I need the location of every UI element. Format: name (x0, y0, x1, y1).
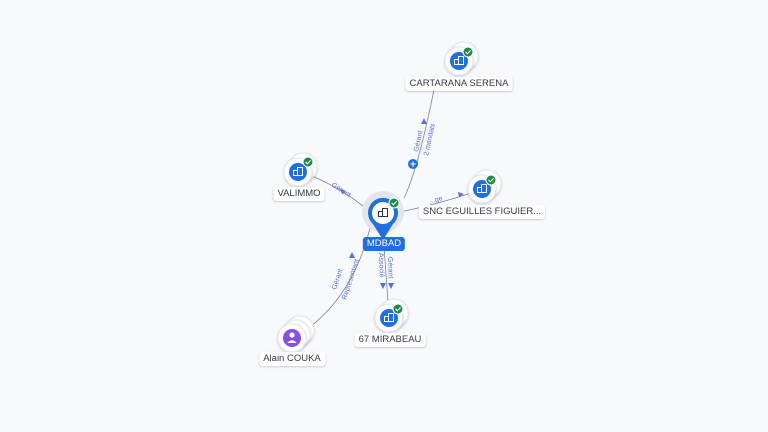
building-icon (454, 56, 464, 65)
verified-icon (302, 156, 314, 168)
verified-icon (485, 174, 497, 186)
node-label-snc[interactable]: SNC EGUILLES FIGUIER... (418, 205, 546, 219)
edge-cartarana[interactable] (403, 79, 437, 199)
edge-label-cartarana-2: 2 mandats (423, 122, 437, 156)
edge-arrow (380, 283, 386, 289)
center-node-mdbad[interactable] (362, 191, 404, 240)
building-icon (384, 313, 394, 322)
verified-icon (388, 197, 400, 209)
edge-label-mirabeau-2: Associé (377, 253, 385, 278)
building-icon (293, 167, 303, 176)
node-valimmo[interactable] (283, 152, 318, 187)
expand-mandates-button[interactable]: + (408, 159, 418, 170)
node-couka[interactable] (277, 315, 315, 353)
node-label-valimmo[interactable]: VALIMMO (273, 187, 325, 201)
node-snc[interactable] (467, 169, 502, 204)
edge-arrow (349, 252, 355, 258)
plus-icon: + (409, 160, 417, 170)
edge-arrow (340, 188, 346, 194)
edge-label-couka-2: Représentant (341, 258, 361, 300)
center-node-label[interactable]: MDBAD (362, 237, 406, 251)
person-icon (287, 332, 297, 343)
edge-label-couka-1: Gérant (331, 268, 344, 291)
node-label-mirabeau[interactable]: 67 MIRABEAU (354, 333, 426, 347)
node-label-cartarana[interactable]: CARTARANA SERENA (405, 77, 513, 91)
edge-arrow (421, 118, 427, 124)
building-icon (477, 184, 487, 193)
edge-label-snc: ...ge (428, 195, 443, 206)
verified-icon (462, 46, 474, 58)
verified-icon (392, 303, 404, 315)
edge-arrow (388, 283, 394, 289)
edge-label-valimmo: Gérant (330, 182, 352, 199)
edge-arrow (458, 192, 464, 197)
node-cartarana[interactable] (444, 41, 479, 76)
building-icon (378, 208, 388, 217)
edge-label-mirabeau-1: Gérant (386, 257, 394, 279)
node-label-couka[interactable]: Alain COUKA (259, 352, 325, 366)
edge-label-cartarana-1: Gérant (413, 130, 424, 152)
node-mirabeau[interactable] (374, 298, 409, 333)
